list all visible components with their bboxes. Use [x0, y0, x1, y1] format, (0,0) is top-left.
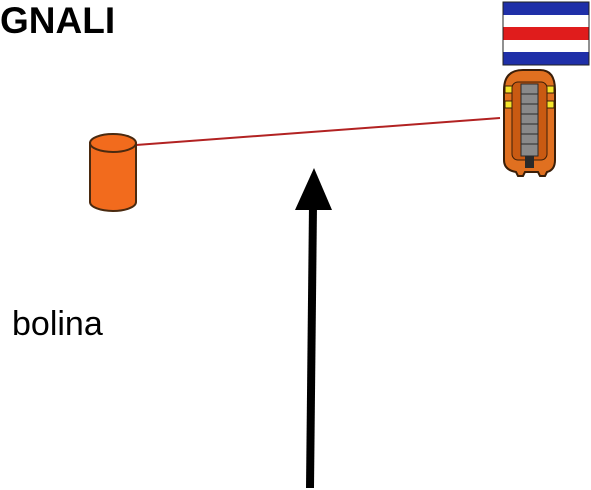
arrow-up-icon — [295, 168, 332, 489]
diagram-title: GNALI — [0, 0, 116, 41]
code-flag-c-icon — [502, 1, 590, 66]
committee-boat-icon — [503, 69, 556, 177]
start-line — [135, 117, 501, 146]
orange-cylinder-buoy-icon — [89, 133, 137, 212]
course-label: bolina — [12, 305, 103, 343]
